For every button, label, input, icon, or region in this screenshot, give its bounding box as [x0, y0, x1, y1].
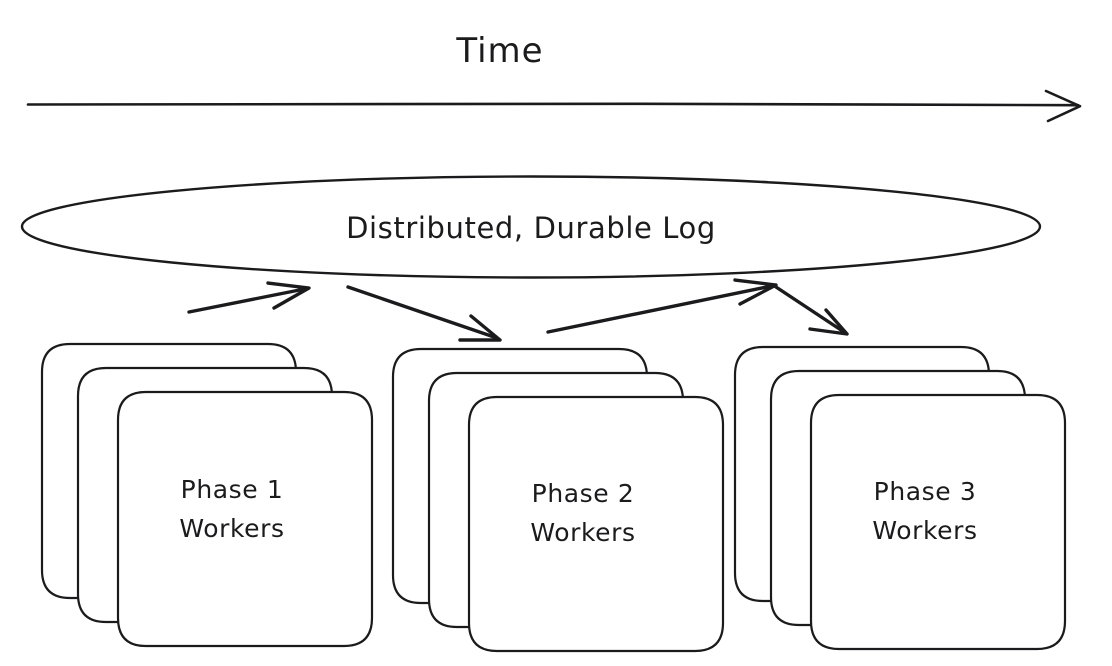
- flow-arrow-phase2-to-log: [546, 278, 778, 334]
- worker-stack-phase-1[interactable]: [40, 342, 374, 648]
- worker-stack-phase-3[interactable]: [733, 345, 1067, 651]
- worker-card-front: [809, 393, 1067, 651]
- phase-3-label-line1: Phase 3: [874, 477, 977, 506]
- durable-log-label: Distributed, Durable Log: [346, 211, 716, 245]
- flow-arrow-log-to-phase2: [346, 285, 502, 342]
- phase-2-label-line2: Workers: [530, 518, 635, 547]
- time-axis-label: Time: [455, 31, 543, 71]
- phase-3-label-line2: Workers: [872, 516, 977, 545]
- worker-card-front: [467, 395, 725, 653]
- flow-arrow-log-to-phase3: [774, 285, 849, 336]
- phase-1-label-line2: Workers: [179, 514, 284, 543]
- worker-stack-phase-2[interactable]: [391, 347, 725, 653]
- worker-card-front: [116, 390, 374, 648]
- phase-2-label-line1: Phase 2: [532, 479, 635, 508]
- flow-arrow-phase1-to-log: [187, 281, 311, 314]
- time-axis-arrow: [26, 89, 1082, 123]
- phase-1-label-line1: Phase 1: [181, 475, 284, 504]
- durable-log-ellipse: [20, 175, 1042, 279]
